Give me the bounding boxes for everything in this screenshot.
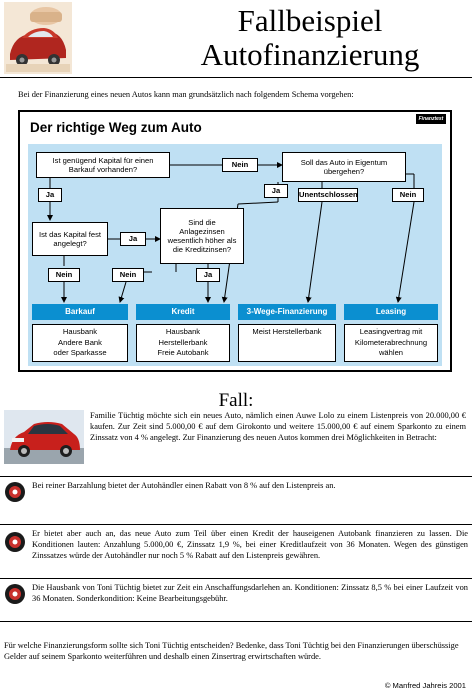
case-heading: Fall: <box>218 390 254 411</box>
title-line-2: Autofinanzierung <box>200 37 420 72</box>
result-line: wählen <box>378 348 404 357</box>
result-line: Kilometerabrechnung <box>354 337 428 347</box>
red-car-photo <box>4 410 84 464</box>
option-text: Bei reiner Barzahlung bietet der Autohän… <box>32 481 336 490</box>
result-line: Leasingvertrag mit <box>359 327 423 336</box>
option-text: Die Hausbank von Toni Tüchtig bietet zur… <box>32 583 468 603</box>
diagram-title: Der richtige Weg zum Auto <box>30 120 202 135</box>
ja-tag-ownership: Ja <box>264 184 288 198</box>
result-line: Meist Herstellerbank <box>252 327 322 336</box>
result-line: Hausbank <box>62 327 98 336</box>
option-text: Er bietet aber auch an, das neue Auto zu… <box>32 529 468 560</box>
category-leasing: Leasing <box>344 304 438 320</box>
nein-tag-capital: Nein <box>222 158 258 172</box>
result-kredit: Hausbank Herstellerbank Freie Autobank <box>136 324 230 362</box>
bullet-icon <box>5 532 25 552</box>
category-barkauf: Barkauf <box>32 304 128 320</box>
nein-tag-ownership: Nein <box>392 188 424 202</box>
nein-tag-fixed: Nein <box>48 268 80 282</box>
ja-tag-fixed: Ja <box>120 232 146 246</box>
copyright: © Manfred Jahreis 2001 <box>384 681 466 690</box>
question-fixed-capital: Ist das Kapital fest angelegt? <box>32 222 108 256</box>
diagram-area: Ist genügend Kapital für einen Barkauf v… <box>28 144 442 366</box>
option-item: Die Hausbank von Toni Tüchtig bietet zur… <box>0 578 472 622</box>
result-line: Herstellerbank <box>158 337 208 347</box>
task-question: Für welche Finanzierungsform sollte sich… <box>4 641 459 661</box>
title-line-1: Fallbeispiel <box>237 3 383 38</box>
category-3-wege: 3-Wege-Finanzierung <box>238 304 336 320</box>
result-line: Andere Bank <box>58 337 102 347</box>
page-header: Fallbeispiel Autofinanzierung <box>0 0 472 78</box>
ja-tag-capital: Ja <box>38 188 62 202</box>
result-line: Freie Autobank <box>157 348 209 357</box>
bullet-icon <box>5 482 25 502</box>
finanztest-logo: Finanztest <box>416 114 446 124</box>
bullet-icon <box>5 584 25 604</box>
option-item: Er bietet aber auch an, das neue Auto zu… <box>0 524 472 578</box>
result-line: oder Sparkasse <box>53 348 107 357</box>
option-item: Bei reiner Barzahlung bietet der Autohän… <box>0 476 472 524</box>
unentschlossen-tag: Unentschlossen <box>298 188 358 202</box>
case-description: Familie Tüchtig möchte sich ein neues Au… <box>90 411 466 442</box>
result-barkauf: Hausbank Andere Bank oder Sparkasse <box>32 324 128 362</box>
nein-tag-interest: Nein <box>112 268 144 282</box>
result-leasing: Leasingvertrag mit Kilometerabrechnung w… <box>344 324 438 362</box>
money-car-illustration <box>4 2 72 74</box>
intro-text: Bei der Finanzierung eines neuen Autos k… <box>18 90 354 99</box>
question-interest: Sind die Anlagezinsen wesentlich höher a… <box>160 208 244 264</box>
result-line: Hausbank <box>165 327 201 336</box>
ja-tag-interest: Ja <box>196 268 220 282</box>
options-list: Bei reiner Barzahlung bietet der Autohän… <box>0 476 472 622</box>
result-3-wege: Meist Herstellerbank <box>238 324 336 362</box>
question-capital: Ist genügend Kapital für einen Barkauf v… <box>36 152 170 178</box>
category-kredit: Kredit <box>136 304 230 320</box>
page-title: Fallbeispiel Autofinanzierung <box>160 4 460 72</box>
question-ownership: Soll das Auto in Eigentum übergehen? <box>282 152 406 182</box>
flow-diagram: Der richtige Weg zum Auto Finanztest <box>18 110 452 372</box>
